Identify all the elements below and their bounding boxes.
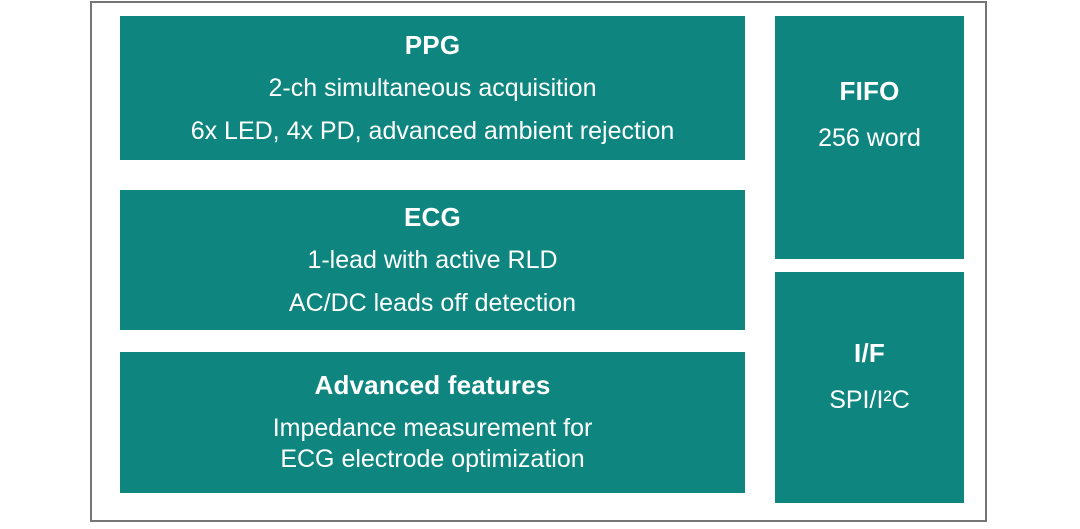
fifo-feature-line: 256 word — [818, 124, 921, 152]
interface-feature-line: SPI/I²C — [829, 386, 910, 414]
ppg-block: PPG 2-ch simultaneous acquisition 6x LED… — [120, 16, 745, 160]
ecg-feature-line: 1-lead with active RLD — [307, 246, 558, 274]
advanced-features-block-title: Advanced features — [314, 370, 551, 400]
interface-block-title: I/F — [854, 338, 885, 368]
fifo-block-title: FIFO — [839, 76, 900, 106]
advanced-features-feature-line: Impedance measurement for ECG electrode … — [272, 414, 593, 473]
advanced-features-block: Advanced features Impedance measurement … — [120, 352, 745, 493]
ecg-block: ECG 1-lead with active RLD AC/DC leads o… — [120, 190, 745, 330]
ppg-feature-line: 6x LED, 4x PD, advanced ambient rejectio… — [190, 117, 675, 145]
ecg-block-title: ECG — [404, 202, 461, 232]
ppg-block-title: PPG — [404, 30, 461, 60]
ecg-feature-line: AC/DC leads off detection — [288, 289, 577, 317]
ppg-feature-line: 2-ch simultaneous acquisition — [268, 74, 597, 102]
fifo-block: FIFO 256 word — [775, 16, 964, 259]
interface-block: I/F SPI/I²C — [775, 272, 964, 503]
